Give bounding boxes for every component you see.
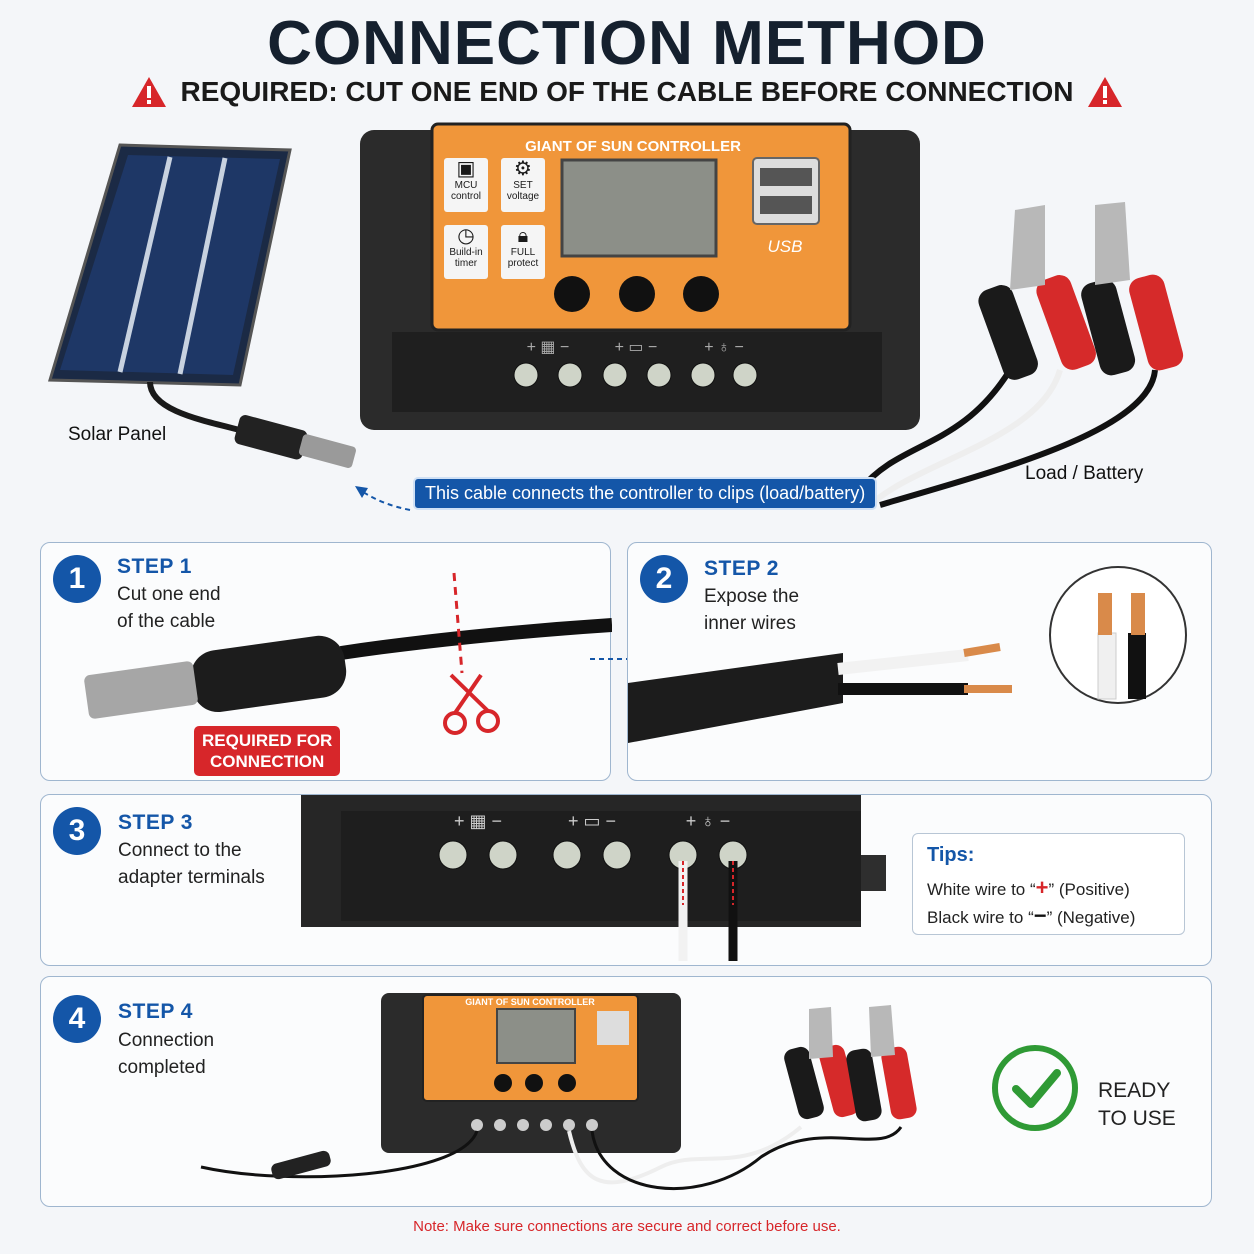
- step-3-badge: 3: [53, 807, 101, 855]
- cable-plug-image: [84, 572, 612, 735]
- solar-panel-label: Solar Panel: [68, 424, 167, 445]
- page-title: CONNECTION METHOD: [267, 9, 987, 78]
- lock-icon: 🔒︎: [517, 225, 529, 247]
- tips-black: Black wire to “−” (Negative): [927, 903, 1136, 928]
- battery-clips-image: [857, 202, 1184, 508]
- controller-image: GIANT OF SUN CONTROLLER USB + ▦ − + ▭ − …: [360, 122, 920, 430]
- chip-icon: ▣: [456, 158, 476, 180]
- check-circle-icon: [992, 1045, 1078, 1131]
- overview-illustration: GIANT OF SUN CONTROLLER USB + ▦ − + ▭ − …: [48, 122, 1184, 511]
- step-2-title: STEP 2: [704, 557, 779, 580]
- mini-controller-brand: GIANT OF SUN CONTROLLER: [465, 997, 595, 1007]
- step-2-panel: 2 STEP 2 Expose the inner wires: [627, 542, 1212, 781]
- clock-icon: ◷: [457, 225, 475, 247]
- step-3-text: Connect to the adapter terminals: [118, 840, 265, 888]
- tips-title: Tips:: [927, 844, 975, 866]
- controller-brand: GIANT OF SUN CONTROLLER: [525, 138, 741, 155]
- step-3-panel: + ▦ − + ▭ − + ♁ − 3 STEP 3 Connect to th…: [40, 794, 1212, 966]
- completed-setup-image: [200, 993, 1078, 1191]
- tips-box: Tips: White wire to “+” (Positive) Black…: [912, 833, 1185, 935]
- step-1-text: Cut one end of the cable: [117, 584, 221, 632]
- required-badge: REQUIRED FOR CONNECTION: [194, 726, 341, 776]
- svg-text:+ ▦ −: + ▦ −: [454, 811, 502, 831]
- footer-note: Note: Make sure connections are secure a…: [413, 1218, 841, 1235]
- svg-text:+ ♁ −: + ♁ −: [704, 339, 744, 356]
- solar-panel-image: [48, 143, 356, 468]
- step-3-title: STEP 3: [118, 811, 193, 834]
- subtitle-text: REQUIRED: CUT ONE END OF THE CABLE BEFOR…: [180, 76, 1074, 107]
- cable-callout: This cable connects the controller to cl…: [413, 477, 878, 510]
- load-battery-label: Load / Battery: [1025, 463, 1144, 484]
- step-4-panel: GIANT OF SUN CONTROLLER 4 STEP 4 Connect…: [40, 976, 1212, 1207]
- svg-text:+ ▦ −: + ▦ −: [527, 339, 570, 356]
- ready-to-use-label: READY TO USE: [1098, 1079, 1176, 1130]
- step-2-text: Expose the inner wires: [704, 586, 800, 634]
- step-1-title: STEP 1: [117, 555, 192, 578]
- svg-text:+ ▭ −: + ▭ −: [568, 811, 616, 831]
- warning-icon: [1088, 77, 1123, 107]
- step-1-badge: 1: [53, 555, 101, 603]
- gear-icon: ⚙: [514, 158, 532, 180]
- warning-subtitle: REQUIRED: CUT ONE END OF THE CABLE BEFOR…: [0, 76, 1254, 108]
- warning-icon: [131, 77, 166, 107]
- tips-white: White wire to “+” (Positive): [927, 875, 1130, 900]
- step-4-title: STEP 4: [118, 1000, 193, 1023]
- step-4-text: Connection completed: [118, 1030, 215, 1078]
- usb-label: USB: [768, 237, 803, 256]
- step-4-badge: 4: [53, 995, 101, 1043]
- step-1-panel: 1 STEP 1 Cut one end of the cable REQUIR…: [40, 542, 612, 781]
- terminal-block-image: + ▦ − + ▭ − + ♁ −: [301, 795, 886, 961]
- svg-text:+ ♁ −: + ♁ −: [686, 811, 731, 831]
- step-2-badge: 2: [640, 555, 688, 603]
- svg-text:+ ▭ −: + ▭ −: [615, 339, 658, 356]
- stripped-wires-image: [628, 566, 1187, 743]
